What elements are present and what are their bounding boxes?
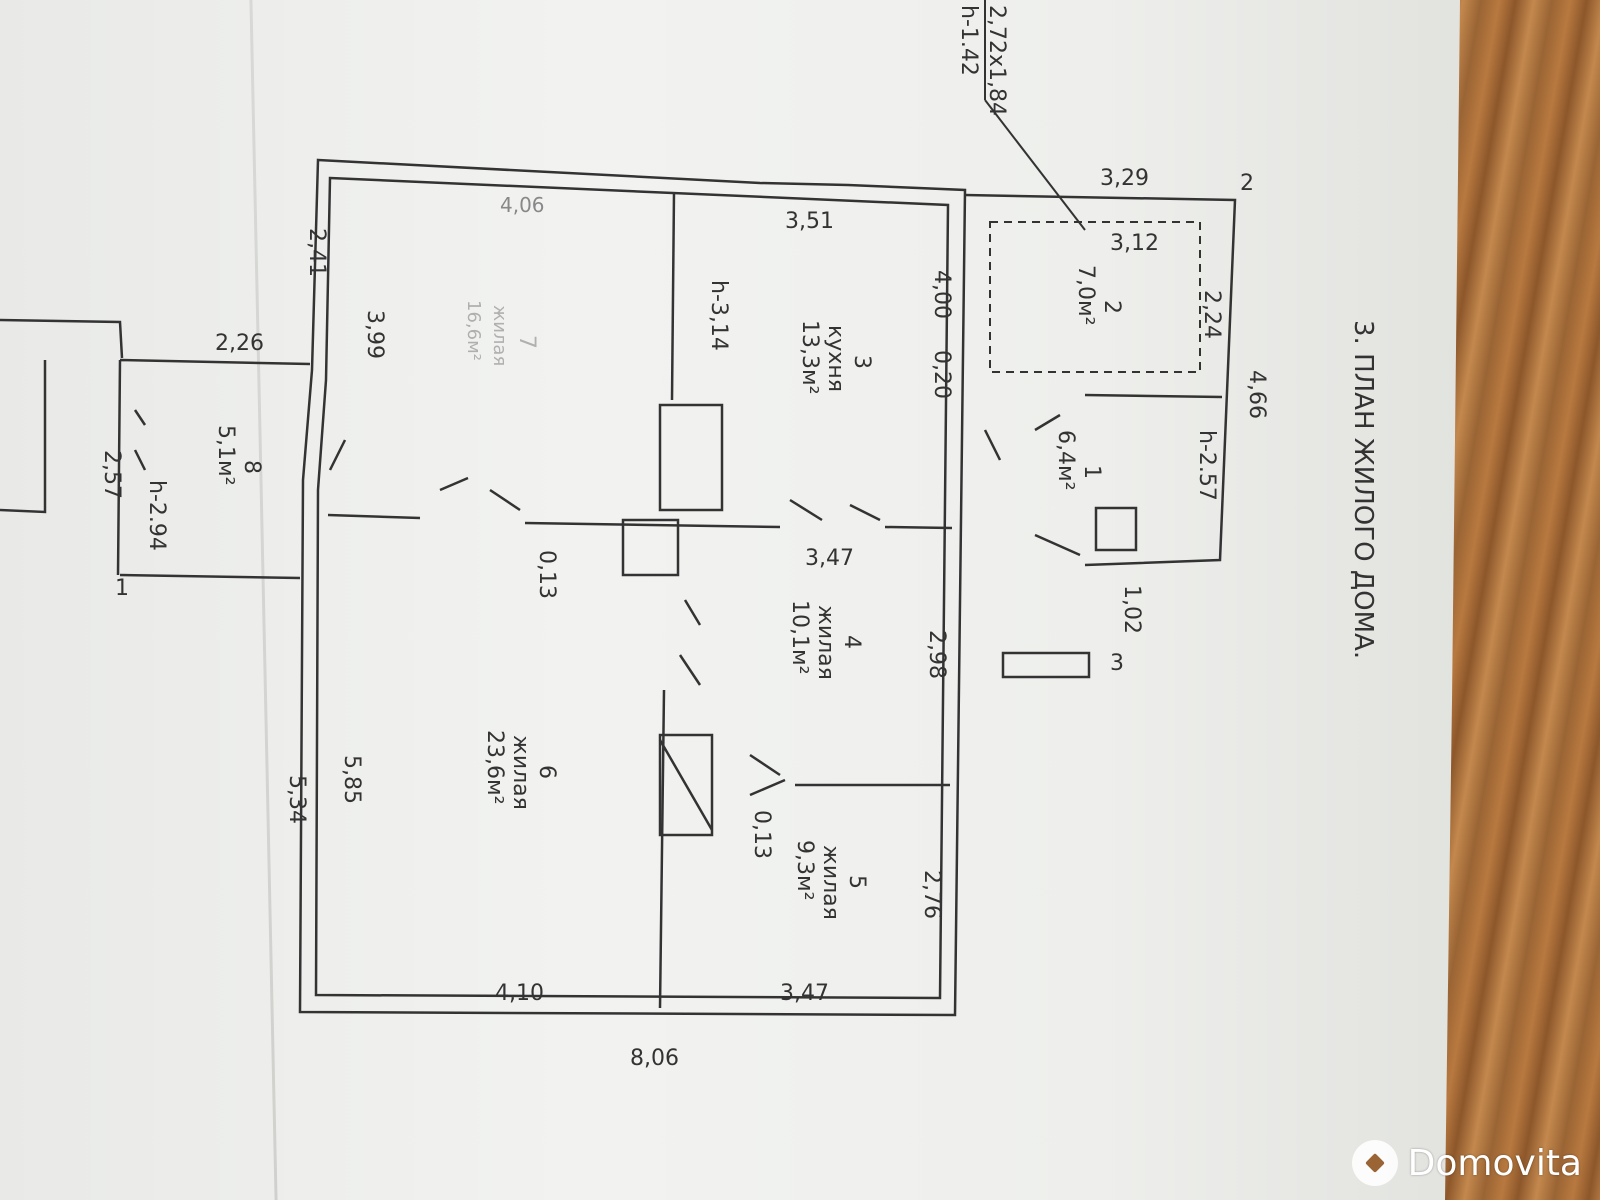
dim-kitchen-depth: 4,00	[929, 270, 954, 319]
plan-title: 3. ПЛАН ЖИЛОГО ДОМА.	[1348, 320, 1378, 659]
dim-outer-left: 5,34	[284, 775, 309, 824]
stove-1	[658, 403, 724, 512]
room-area-2: 7,0м²	[1073, 265, 1098, 325]
partition-room7-kitchen	[670, 191, 676, 401]
annex-divider	[1084, 393, 1223, 399]
room-label-2: 2 7,0м²	[1073, 265, 1124, 325]
height-cellar: h-1.42	[956, 5, 981, 76]
entrance-step	[1001, 651, 1091, 679]
room-name-6: жилая	[508, 735, 533, 810]
room-label-4: 4 жилая 10,1м²	[787, 600, 864, 680]
cellar-leader	[984, 99, 1086, 231]
partition-horizontal-2	[524, 521, 781, 529]
marker-3: 3	[1110, 651, 1124, 676]
porch-steps	[0, 318, 124, 514]
room-label-7: 7 жилая 16,6м²	[463, 300, 539, 366]
room-area-5: 9,3м²	[792, 840, 817, 900]
marker-1: 1	[115, 576, 129, 601]
dim-annex-inner: 3,12	[1110, 231, 1159, 256]
dim-room7-depth: 3,99	[362, 310, 387, 359]
room-label-1: 1 6,4м²	[1053, 430, 1104, 490]
dim-annex-room2: 2,24	[1199, 290, 1224, 339]
inner-wall-outline	[314, 176, 950, 1000]
height-main: h-3,14	[706, 280, 731, 351]
dim-bottom-room5: 3,47	[780, 981, 829, 1006]
domovita-watermark: Domovita	[1351, 1140, 1582, 1186]
dim-wall-kitchen: 0,20	[929, 350, 954, 399]
room-number-8: 8	[239, 460, 264, 474]
porch-outline	[116, 358, 311, 580]
partition-horizontal-3	[884, 525, 953, 530]
cooker-symbol	[1094, 506, 1138, 552]
stove-2	[621, 518, 680, 577]
room-number-3: 3	[849, 355, 874, 369]
room-number-7: 7	[514, 335, 539, 349]
room-label-8: 8 5,1м²	[213, 425, 264, 485]
marker-2: 2	[1240, 171, 1254, 196]
dim-bottom-room6: 4,10	[495, 981, 544, 1006]
stove-3	[658, 733, 714, 837]
dim-kitchen-top: 3,51	[785, 209, 834, 234]
annex-outline	[964, 193, 1237, 567]
partition-horizontal	[327, 513, 421, 520]
room-area-7: 16,6м²	[463, 300, 484, 361]
room-area-4: 10,1м²	[787, 600, 812, 674]
room-number-4: 4	[839, 635, 864, 649]
room-number-1: 1	[1079, 465, 1104, 479]
dim-room7-top: 4,06	[500, 193, 545, 217]
room-number-5: 5	[844, 875, 869, 889]
dim-porch-width: 2,26	[215, 331, 264, 356]
dim-annex-step: 1,02	[1119, 585, 1144, 634]
room-area-1: 6,4м²	[1053, 430, 1078, 490]
room-area-8: 5,1м²	[213, 425, 238, 485]
partition-room6-4	[658, 689, 666, 1009]
dim-porch-depth: 2,57	[99, 450, 124, 499]
dim-mid-width: 3,47	[805, 546, 854, 571]
height-porch: h-2.94	[144, 480, 169, 551]
dim-room4-depth: 2,98	[924, 630, 949, 679]
room-number-6: 6	[534, 765, 559, 779]
dim-room5-depth: 2,76	[919, 870, 944, 919]
room-name-4: жилая	[813, 605, 838, 680]
outer-wall-outline	[298, 158, 967, 1017]
room-label-5: 5 жилая 9,3м²	[792, 840, 869, 920]
dim-room6-depth: 5,85	[339, 755, 364, 804]
cellar-size: 2,72x1,84	[984, 5, 1009, 116]
domovita-logo-icon	[1351, 1140, 1398, 1186]
room-number-2: 2	[1099, 300, 1124, 314]
room-area-3: 13,3м²	[797, 320, 822, 394]
room-name-7: жилая	[489, 305, 510, 366]
room-label-3: 3 кухня 13,3м²	[797, 320, 874, 394]
room-label-6: 6 жилая 23,6м²	[482, 730, 559, 810]
dim-left-top: 2,41	[304, 228, 329, 277]
room2-dashed-area	[989, 221, 1201, 373]
height-annex: h-2.57	[1194, 430, 1219, 501]
door-swings	[133, 409, 1081, 797]
room-name-5: жилая	[818, 845, 843, 920]
room-area-6: 23,6м²	[482, 730, 507, 804]
dim-annex-depth: 4,66	[1244, 370, 1269, 419]
watermark-brand: Domovita	[1407, 1142, 1582, 1184]
dim-partition-a: 0,13	[534, 550, 559, 599]
dim-partition-b: 0,13	[749, 810, 774, 859]
dim-annex-outer: 3,29	[1100, 166, 1149, 191]
dim-total-width: 8,06	[630, 1046, 679, 1071]
room-name-3: кухня	[823, 325, 848, 392]
